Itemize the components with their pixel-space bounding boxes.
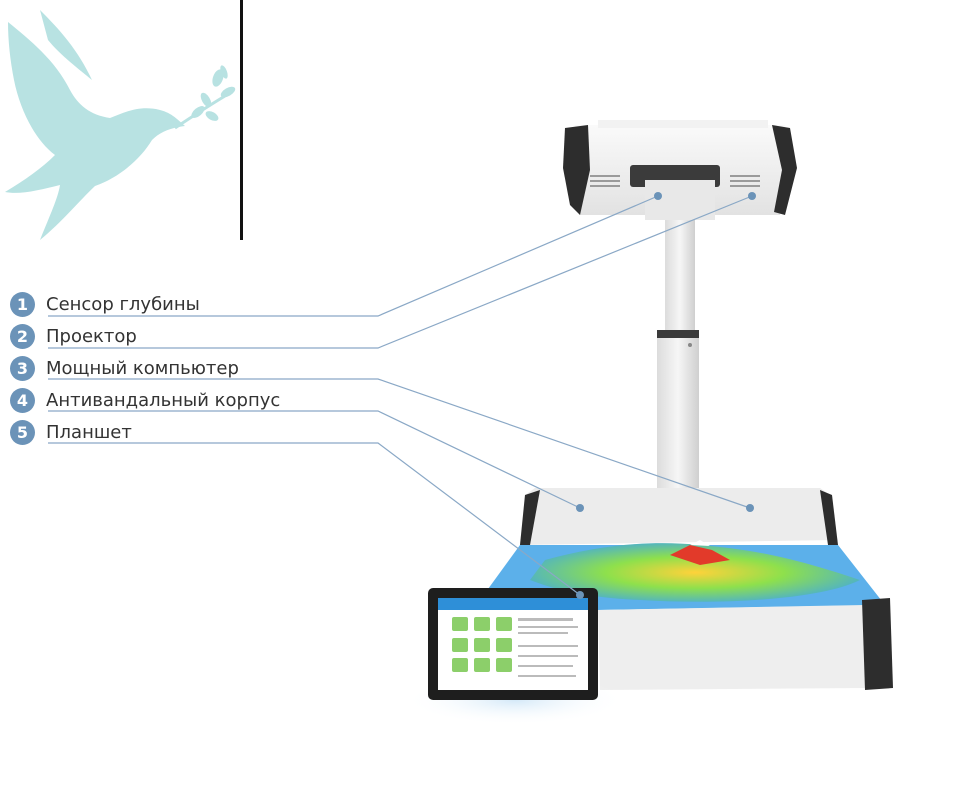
sandbox-body xyxy=(480,488,893,690)
leader-line-2 xyxy=(48,195,753,349)
legend-number-badge: 4 xyxy=(10,388,35,413)
dove-with-branch-icon xyxy=(5,10,236,240)
legend-label: Антивандальный корпус xyxy=(46,390,281,411)
leader-lines xyxy=(48,195,753,596)
legend-number-badge: 1 xyxy=(10,292,35,317)
endpoint-tablet xyxy=(576,591,584,599)
projector-head xyxy=(563,120,797,220)
leader-line-5 xyxy=(48,442,581,596)
leader-line-4 xyxy=(48,410,581,509)
legend-item-computer: 3 Мощный компьютер xyxy=(10,356,310,388)
divider xyxy=(240,0,243,240)
device-pole xyxy=(657,215,699,498)
legend-label: Планшет xyxy=(46,422,132,443)
legend-number-badge: 2 xyxy=(10,324,35,349)
endpoint-depth-sensor xyxy=(654,192,662,200)
legend-item-projector: 2 Проектор xyxy=(10,324,310,356)
legend-number-badge: 5 xyxy=(10,420,35,445)
tablet xyxy=(405,588,625,725)
leader-line-1 xyxy=(48,195,659,317)
leader-endpoints xyxy=(576,192,756,599)
legend-item-vandal-proof-body: 4 Антивандальный корпус xyxy=(10,388,310,420)
legend-label: Проектор xyxy=(46,326,137,347)
endpoint-computer xyxy=(746,504,754,512)
endpoint-body xyxy=(576,504,584,512)
endpoint-projector xyxy=(748,192,756,200)
legend-item-depth-sensor: 1 Сенсор глубины xyxy=(10,292,310,324)
legend-number-badge: 3 xyxy=(10,356,35,381)
leader-line-3 xyxy=(48,378,751,509)
legend-item-tablet: 5 Планшет xyxy=(10,420,310,452)
legend-label: Мощный компьютер xyxy=(46,358,239,379)
legend: 1 Сенсор глубины 2 Проектор 3 Мощный ком… xyxy=(10,292,310,452)
legend-label: Сенсор глубины xyxy=(46,294,200,315)
